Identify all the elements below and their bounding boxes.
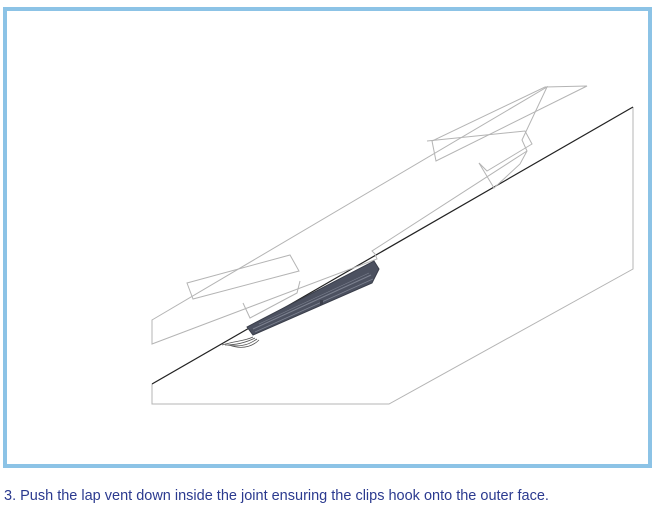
lower-step <box>242 280 301 319</box>
upper-step-2 <box>478 150 528 189</box>
vent-ridge-3 <box>258 272 370 325</box>
lower-panel <box>186 254 300 300</box>
vent-ridge-1 <box>252 274 372 330</box>
upper-sheet <box>151 85 549 345</box>
lap-vent <box>246 260 380 336</box>
upper-step <box>426 130 533 172</box>
membrane-line <box>151 106 634 385</box>
vent-tail <box>221 336 260 348</box>
lower-slab-outline <box>151 107 634 405</box>
illustration-frame <box>3 7 652 468</box>
vent-clip <box>320 300 323 305</box>
lap-vent-diagram <box>151 85 634 405</box>
figure-caption: 3. Push the lap vent down inside the joi… <box>4 488 549 504</box>
vent-ridge-2 <box>254 278 374 333</box>
top-panel <box>431 85 588 162</box>
